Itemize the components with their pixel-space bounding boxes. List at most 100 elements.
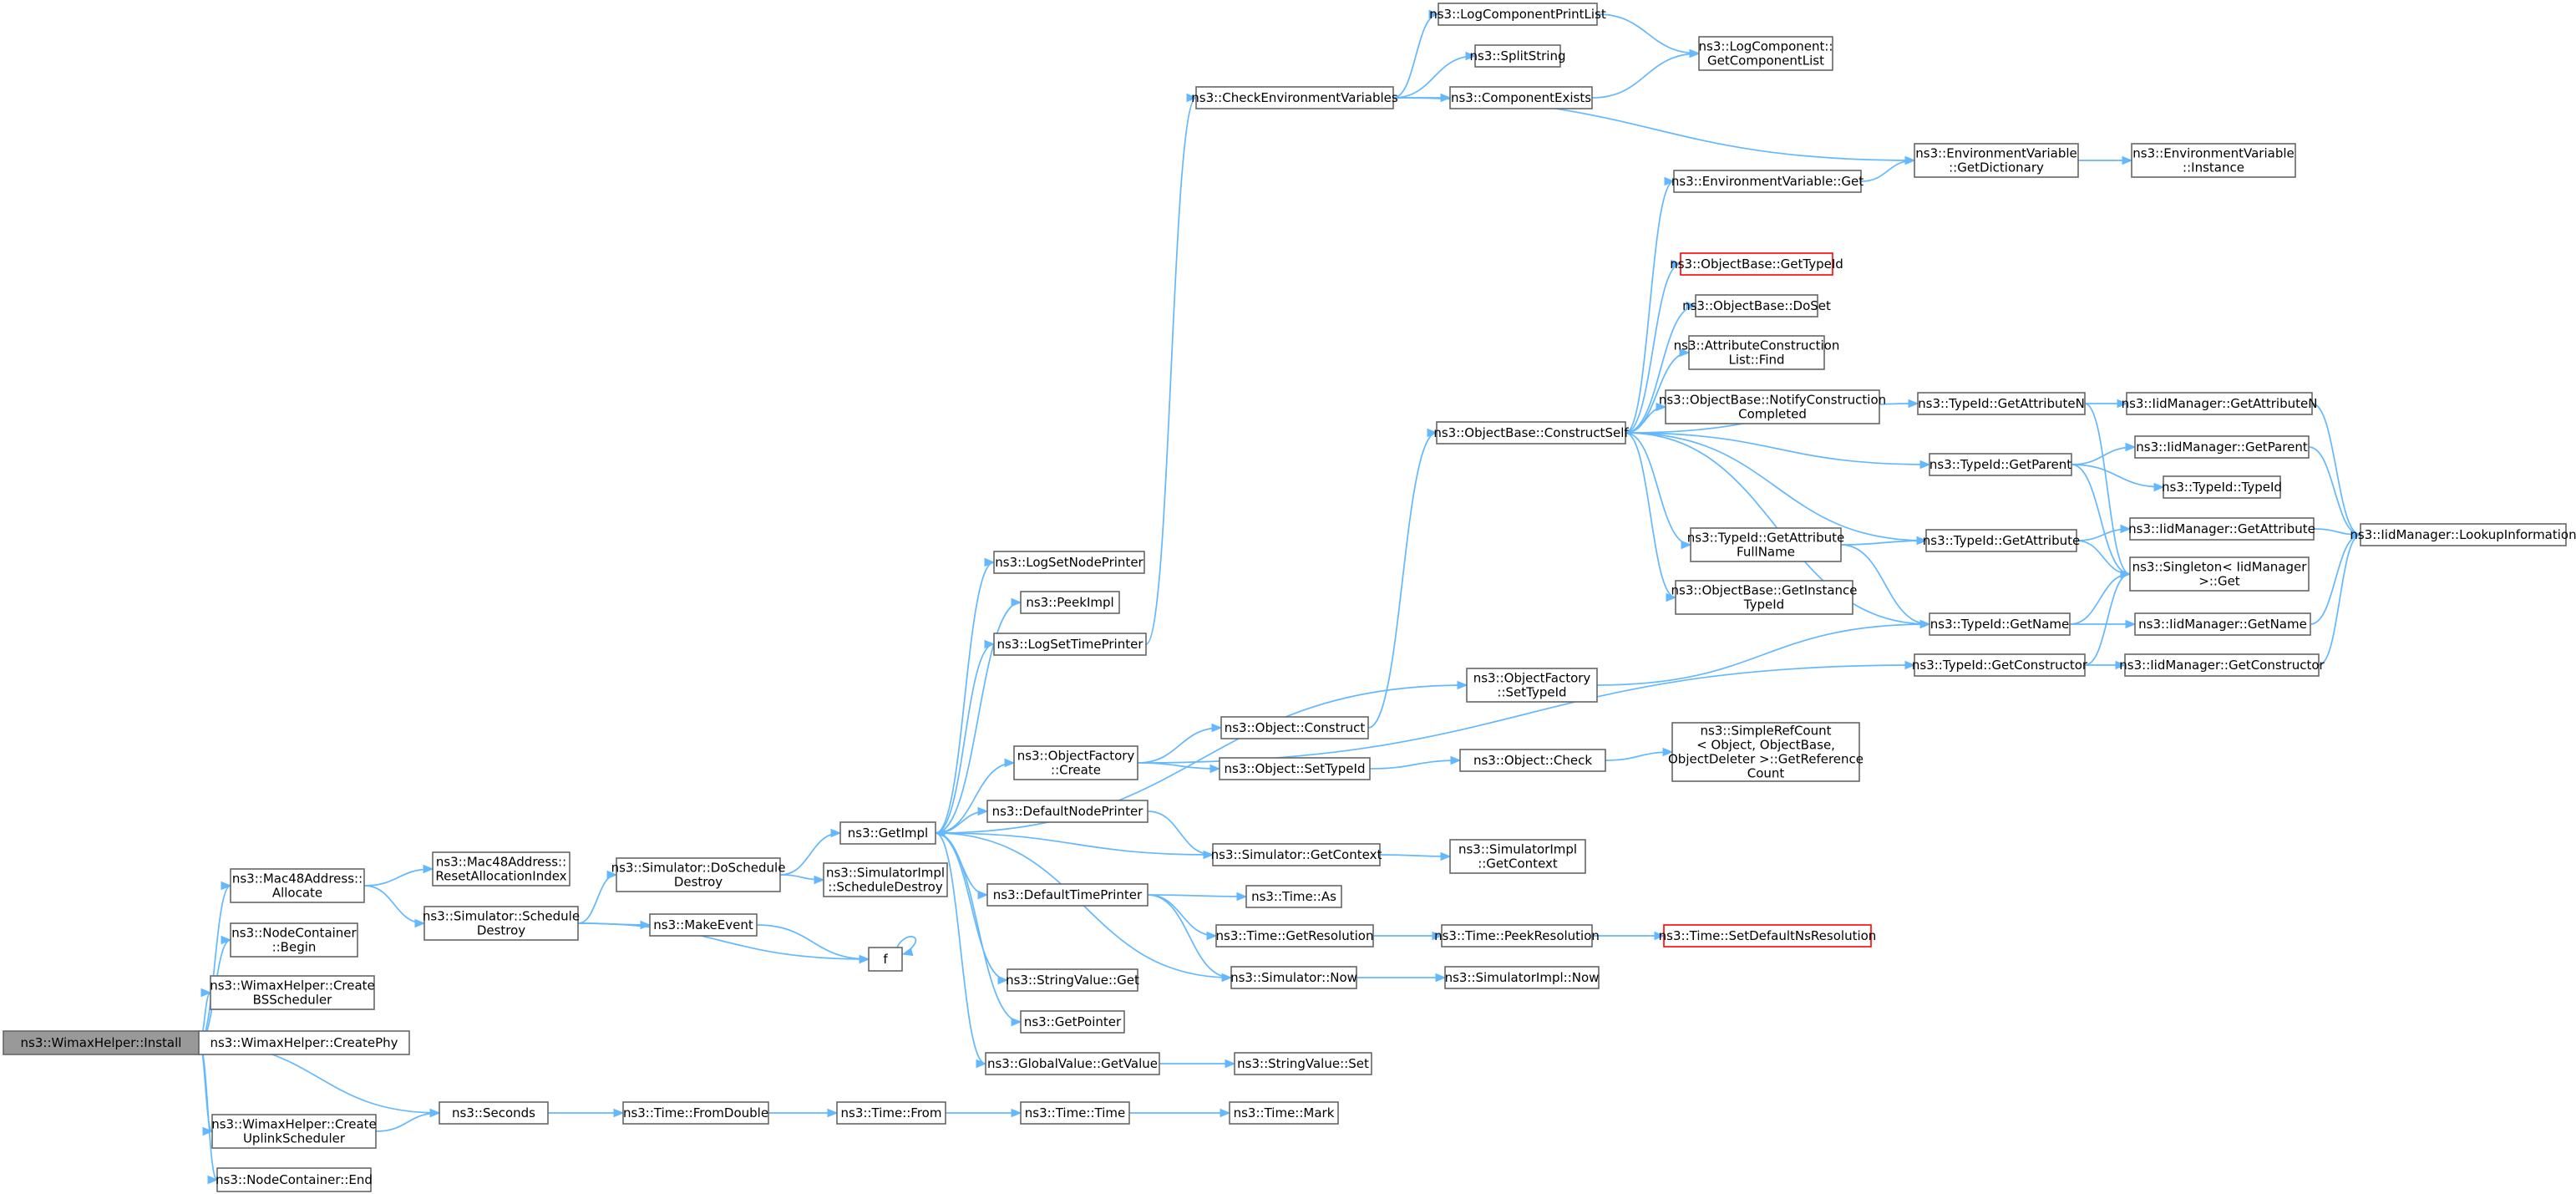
- node-fromDouble[interactable]: ns3::Time::FromDouble: [622, 1101, 769, 1125]
- node-box: [2124, 653, 2320, 677]
- node-label: ns3::LogSetTimePrinter: [996, 637, 1143, 652]
- node-typeIdGetParent[interactable]: ns3::TypeId::GetParent: [1929, 453, 2072, 476]
- node-timeGetRes[interactable]: ns3::Time::GetResolution: [1215, 924, 1374, 948]
- node-iidGetConstructor[interactable]: ns3::IidManager::GetConstructor: [2119, 653, 2325, 677]
- node-box: [1914, 143, 2079, 178]
- node-timePeekRes[interactable]: ns3::Time::PeekResolution: [1434, 924, 1600, 948]
- node-defaultNodePrinter[interactable]: ns3::DefaultNodePrinter: [986, 800, 1149, 823]
- node-splitString[interactable]: ns3::SplitString: [1470, 44, 1566, 68]
- node-timeAs[interactable]: ns3::Time::As: [1245, 885, 1342, 908]
- node-simNow[interactable]: ns3::Simulator::Now: [1230, 966, 1357, 989]
- node-typeIdGetName[interactable]: ns3::TypeId::GetName: [1929, 612, 2071, 636]
- node-simGetContext[interactable]: ns3::Simulator::GetContext: [1211, 843, 1382, 866]
- edge-arrowhead: [1432, 931, 1443, 941]
- node-envVarGetDict[interactable]: ns3::EnvironmentVariable::GetDictionary: [1914, 143, 2079, 178]
- node-createphy[interactable]: ns3::WimaxHelper::CreatePhy: [198, 1030, 410, 1055]
- node-label: ns3::SimulatorImpl: [1458, 842, 1577, 857]
- node-defaultTimePrinter[interactable]: ns3::DefaultTimePrinter: [986, 883, 1149, 907]
- edge-line: [1379, 854, 1451, 857]
- node-typeIdTypeId[interactable]: ns3::TypeId::TypeId: [2162, 475, 2282, 499]
- node-box: [1020, 1101, 1130, 1125]
- node-objConstruct[interactable]: ns3::Object::Construct: [1220, 716, 1369, 739]
- node-label: FullName: [1737, 545, 1795, 560]
- node-typeIdGetAttr[interactable]: ns3::TypeId::GetAttribute: [1923, 529, 2080, 552]
- node-logSetTimePrinter[interactable]: ns3::LogSetTimePrinter: [993, 633, 1147, 656]
- node-objFactoryCreate[interactable]: ns3::ObjectFactory::Create: [1013, 745, 1138, 780]
- node-singletonGet[interactable]: ns3::Singleton< IidManager>::Get: [2129, 556, 2310, 592]
- node-timeSetDefaultNs[interactable]: ns3::Time::SetDefaultNsResolution: [1659, 924, 1877, 948]
- node-label: ns3::ObjectFactory: [1017, 749, 1135, 764]
- node-objBaseGetTypeId[interactable]: ns3::ObjectBase::GetTypeId: [1670, 252, 1843, 276]
- node-objBaseNotify[interactable]: ns3::ObjectBase::NotifyConstructionCompl…: [1659, 389, 1886, 424]
- edge-line: [2311, 403, 2361, 536]
- node-iidGetName[interactable]: ns3::IidManager::GetName: [2134, 612, 2311, 636]
- node-mac48alloc[interactable]: ns3::Mac48Address::Allocate: [230, 868, 365, 903]
- node-iidGetAttrN[interactable]: ns3::IidManager::GetAttributeN: [2122, 392, 2318, 415]
- node-ncbegin[interactable]: ns3::NodeContainer::Begin: [230, 922, 358, 958]
- node-box: [993, 633, 1147, 656]
- edge-arrowhead: [1236, 892, 1248, 902]
- edge-objConstruct-to-objBaseConstructSelf: [1367, 428, 1438, 729]
- node-box: [1230, 966, 1357, 989]
- node-simpleRefCount[interactable]: ns3::SimpleRefCount< Object, ObjectBase,…: [1668, 722, 1864, 782]
- node-stringValueSet[interactable]: ns3::StringValue::Set: [1234, 1052, 1372, 1075]
- node-typeIdGetConstructor[interactable]: ns3::TypeId::GetConstructor: [1912, 653, 2088, 677]
- node-objBaseConstructSelf[interactable]: ns3::ObjectBase::ConstructSelf: [1433, 421, 1629, 445]
- node-box: [432, 851, 570, 887]
- node-f[interactable]: f: [868, 947, 903, 972]
- node-logCompGetList[interactable]: ns3::LogComponent::GetComponentList: [1698, 36, 1833, 71]
- node-objSetTypeId[interactable]: ns3::Object::SetTypeId: [1219, 757, 1371, 780]
- node-simImplSchedDestroy[interactable]: ns3::SimulatorImpl::ScheduleDestroy: [823, 862, 948, 897]
- node-stringValueGet[interactable]: ns3::StringValue::Get: [1006, 968, 1139, 992]
- node-logCompPrintList[interactable]: ns3::LogComponentPrintList: [1429, 3, 1606, 26]
- node-iidGetParent[interactable]: ns3::IidManager::GetParent: [2134, 435, 2310, 459]
- node-makeEvent[interactable]: ns3::MakeEvent: [649, 913, 758, 937]
- node-simImplNow[interactable]: ns3::SimulatorImpl::Now: [1444, 966, 1600, 989]
- node-objBaseDoSet[interactable]: ns3::ObjectBase::DoSet: [1682, 294, 1831, 318]
- node-typeIdGetAttrN[interactable]: ns3::TypeId::GetAttributeN: [1917, 392, 2086, 415]
- node-peekImpl[interactable]: ns3::PeekImpl: [1020, 591, 1120, 614]
- edge-arrowhead: [200, 988, 212, 998]
- node-objCheck[interactable]: ns3::Object::Check: [1459, 749, 1606, 772]
- node-objFactorySetTypeId[interactable]: ns3::ObjectFactory::SetTypeId: [1466, 668, 1598, 703]
- edge-install-to-mac48alloc: [198, 881, 232, 1044]
- node-globalValueGetValue[interactable]: ns3::GlobalValue::GetValue: [985, 1052, 1160, 1075]
- node-seconds[interactable]: ns3::Seconds: [439, 1101, 549, 1125]
- node-ncend[interactable]: ns3::NodeContainer::End: [216, 1167, 373, 1192]
- edge-install-to-createul: [198, 1042, 214, 1136]
- node-timeFrom[interactable]: ns3::Time::From: [836, 1101, 946, 1125]
- node-label: ns3::Object::SetTypeId: [1225, 761, 1366, 776]
- node-box: [1215, 924, 1374, 948]
- node-label: ns3::Simulator::Schedule: [423, 909, 580, 924]
- node-envVarInstance[interactable]: ns3::EnvironmentVariable::Instance: [2131, 143, 2296, 178]
- edge-logSetTimePrinter-to-checkEnv: [1145, 93, 1198, 645]
- node-componentExists[interactable]: ns3::ComponentExists: [1449, 86, 1593, 109]
- node-timeMark[interactable]: ns3::Time::Mark: [1229, 1101, 1339, 1125]
- node-box: [1925, 529, 2077, 552]
- node-logSetNodePrinter[interactable]: ns3::LogSetNodePrinter: [993, 551, 1145, 574]
- node-iidGetAttr[interactable]: ns3::IidManager::GetAttribute: [2128, 517, 2315, 541]
- edge-line: [2318, 534, 2361, 666]
- node-label: ns3::ObjectBase::GetInstance: [1671, 583, 1858, 598]
- node-envVarGet[interactable]: ns3::EnvironmentVariable::Get: [1671, 170, 1864, 193]
- node-simImplGetContext[interactable]: ns3::SimulatorImpl::GetContext: [1449, 839, 1586, 874]
- node-box: [839, 821, 936, 845]
- edge-defaultTimePrinter-to-timeGetRes: [1147, 894, 1218, 941]
- node-timeTime[interactable]: ns3::Time::Time: [1020, 1101, 1130, 1125]
- edge-simGetContext-to-getImpl: [934, 828, 1214, 856]
- node-checkEnv[interactable]: ns3::CheckEnvironmentVariables: [1191, 86, 1398, 109]
- node-label: ns3::LogSetNodePrinter: [995, 555, 1143, 570]
- node-iidLookup[interactable]: ns3::IidManager::LookupInformation: [2350, 523, 2576, 546]
- node-label: ns3::TypeId::GetName: [1930, 617, 2069, 632]
- node-schedDestroy[interactable]: ns3::Simulator::ScheduleDestroy: [423, 906, 580, 941]
- node-install[interactable]: ns3::WimaxHelper::Install: [3, 1030, 200, 1055]
- node-getImpl[interactable]: ns3::GetImpl: [839, 821, 936, 845]
- node-resetalloc[interactable]: ns3::Mac48Address::ResetAllocationIndex: [432, 851, 570, 887]
- node-getPointer[interactable]: ns3::GetPointer: [1020, 1010, 1125, 1034]
